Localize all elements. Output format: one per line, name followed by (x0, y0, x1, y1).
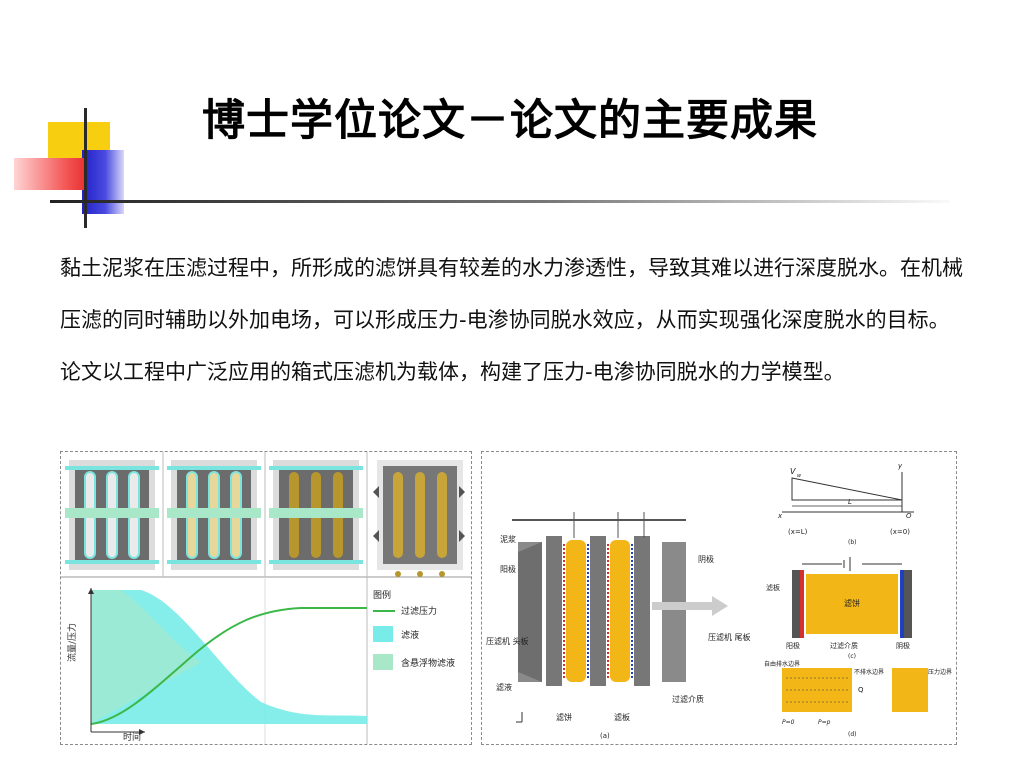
label-cathode-c: 阴极 (896, 641, 910, 650)
cake-section-diagram-c (792, 557, 912, 638)
stage-4-diagram (373, 460, 465, 577)
figure-press-model: 泥浆 阳极 阴极 压滤机 头板 压滤机 尾板 滤液 滤饼 滤板 过滤介质 (a)… (481, 451, 957, 745)
label-free-drain: 自由排水边界 (764, 660, 800, 668)
label-x: x (777, 512, 783, 520)
decor-red-bar (14, 158, 86, 190)
legend-label-suspended: 含悬浮物滤液 (401, 657, 455, 669)
panel-label-c: (c) (848, 653, 856, 660)
panel-label-d: (d) (848, 731, 857, 738)
label-x-eq-0: (x=0) (890, 528, 910, 536)
label-p0: P=0 (782, 719, 795, 726)
y-axis-label: 流量/压力 (66, 623, 78, 662)
filter-press-diagram (512, 512, 728, 723)
x-axis-label: 时间 (123, 731, 141, 743)
body-paragraph: 黏土泥浆在压滤过程中，所形成的滤饼具有较差的水力渗透性，导致其难以进行深度脱水。… (60, 256, 963, 384)
stage-1-diagram (65, 460, 159, 570)
label-v: V (790, 467, 796, 476)
legend-label-filtrate: 滤液 (401, 629, 419, 641)
label-anode-a: 阳极 (500, 564, 516, 574)
figure-legend: 图例 过滤压力 滤液 含悬浮物滤液 (373, 589, 455, 670)
panel-label-b: (b) (848, 539, 857, 546)
label-filter-cake-c: 滤饼 (844, 598, 860, 608)
label-v-sub: w (797, 473, 802, 479)
boundary-conditions-diagram-d (782, 668, 928, 712)
slide-title: 博士学位论文－论文的主要成果 (202, 96, 818, 146)
label-pp: P=p (818, 719, 831, 726)
label-cathode-a: 阴极 (698, 554, 714, 564)
filtration-curve-plot (88, 588, 367, 735)
title-underline (50, 200, 950, 203)
label-medium-c: 过滤介质 (830, 641, 858, 650)
label-y: y (897, 462, 903, 470)
label-filter-plate-c: 滤板 (766, 583, 780, 592)
press-model-svg: 泥浆 阳极 阴极 压滤机 头板 压滤机 尾板 滤液 滤饼 滤板 过滤介质 (a)… (486, 462, 952, 740)
panel-label-a: (a) (600, 732, 610, 740)
label-tail-plate: 压滤机 尾板 (708, 632, 751, 642)
label-q0: Q (858, 686, 864, 694)
label-x-eq-L: (x=L) (788, 528, 808, 536)
stage-2-diagram (167, 460, 261, 570)
label-head-plate: 压滤机 头板 (486, 636, 529, 646)
label-filtrate: 滤液 (496, 682, 512, 692)
label-filter-cake: 滤饼 (556, 712, 572, 722)
legend-swatch-filtrate (373, 626, 393, 642)
label-O: O (906, 512, 912, 520)
boundary-diagram-b (782, 472, 914, 513)
label-filter-medium: 过滤介质 (672, 694, 704, 704)
legend-label-pressure: 过滤压力 (401, 605, 437, 617)
label-no-drain: 不排水边界 (854, 668, 884, 676)
label-pressure-boundary: 压力边界 (928, 668, 952, 676)
legend-title: 图例 (373, 589, 391, 601)
filtration-stages-svg: 流量/压力 时间 图例 过滤压力 滤液 含悬浮物滤液 (61, 452, 471, 744)
decor-blue-square (82, 150, 124, 214)
label-anode-c: 阳极 (786, 641, 800, 650)
label-L: L (848, 498, 852, 506)
legend-swatch-suspended (373, 654, 393, 670)
decor-vertical-line (84, 108, 87, 228)
label-filter-plate: 滤板 (614, 712, 630, 722)
figure-filtration-stages: 流量/压力 时间 图例 过滤压力 滤液 含悬浮物滤液 (60, 451, 472, 745)
label-slurry: 泥浆 (500, 534, 516, 544)
stage-3-diagram (269, 460, 363, 570)
